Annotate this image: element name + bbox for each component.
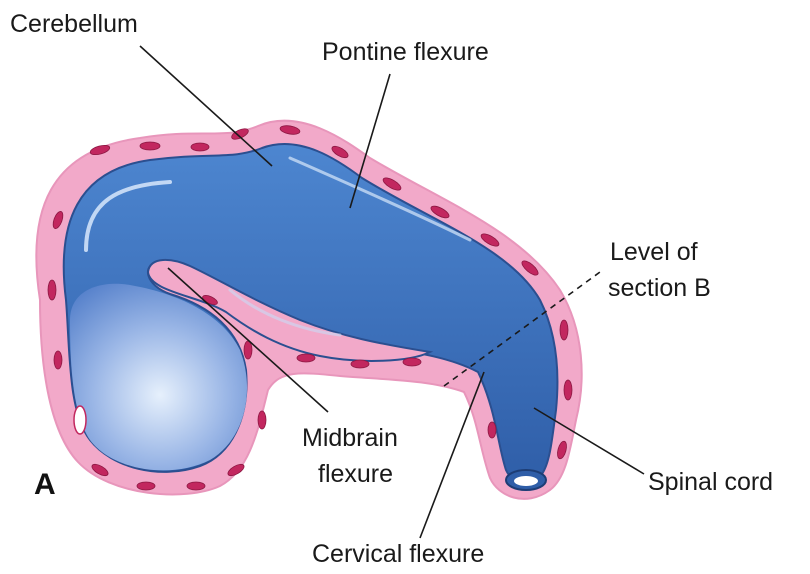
label-spinal-cord: Spinal cord <box>648 468 773 496</box>
label-pontine-flexure: Pontine flexure <box>322 38 489 66</box>
label-level-line2: section B <box>608 274 711 302</box>
label-level-line1: Level of <box>610 238 698 266</box>
label-midbrain-line1: Midbrain <box>302 424 398 452</box>
label-cervical-flexure: Cervical flexure <box>312 540 484 568</box>
label-cerebellum: Cerebellum <box>10 10 138 38</box>
label-midbrain-line2: flexure <box>318 460 393 488</box>
panel-letter: A <box>34 468 56 501</box>
